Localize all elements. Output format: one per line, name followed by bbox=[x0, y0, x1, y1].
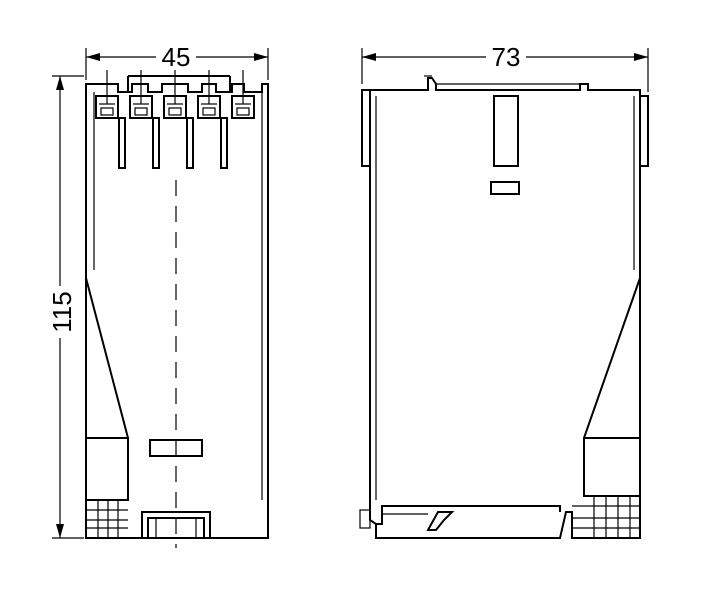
separator-fins bbox=[118, 117, 228, 169]
side-view-outline bbox=[369, 77, 641, 539]
din-rail-clip bbox=[376, 505, 561, 525]
side-label-window bbox=[490, 181, 520, 195]
front-view-outline bbox=[85, 83, 269, 539]
terminal-screws bbox=[95, 70, 255, 119]
dimension-width-front: 45 bbox=[85, 42, 269, 80]
terminal-screw bbox=[163, 70, 187, 119]
dimension-width-side: 73 bbox=[361, 42, 649, 92]
dimension-label-73: 73 bbox=[492, 42, 521, 72]
front-label-window bbox=[149, 439, 203, 457]
terminal-screw bbox=[197, 70, 221, 119]
terminal-screw bbox=[129, 70, 153, 119]
side-slot bbox=[493, 95, 519, 167]
dimension-height: 115 bbox=[47, 75, 84, 539]
front-view bbox=[85, 70, 269, 548]
dimension-label-45: 45 bbox=[162, 42, 191, 72]
terminal-screw bbox=[231, 70, 255, 119]
front-bottom-clip bbox=[141, 511, 211, 538]
terminal-screw bbox=[95, 70, 119, 119]
side-view bbox=[359, 75, 649, 539]
dimension-label-115: 115 bbox=[47, 291, 77, 332]
